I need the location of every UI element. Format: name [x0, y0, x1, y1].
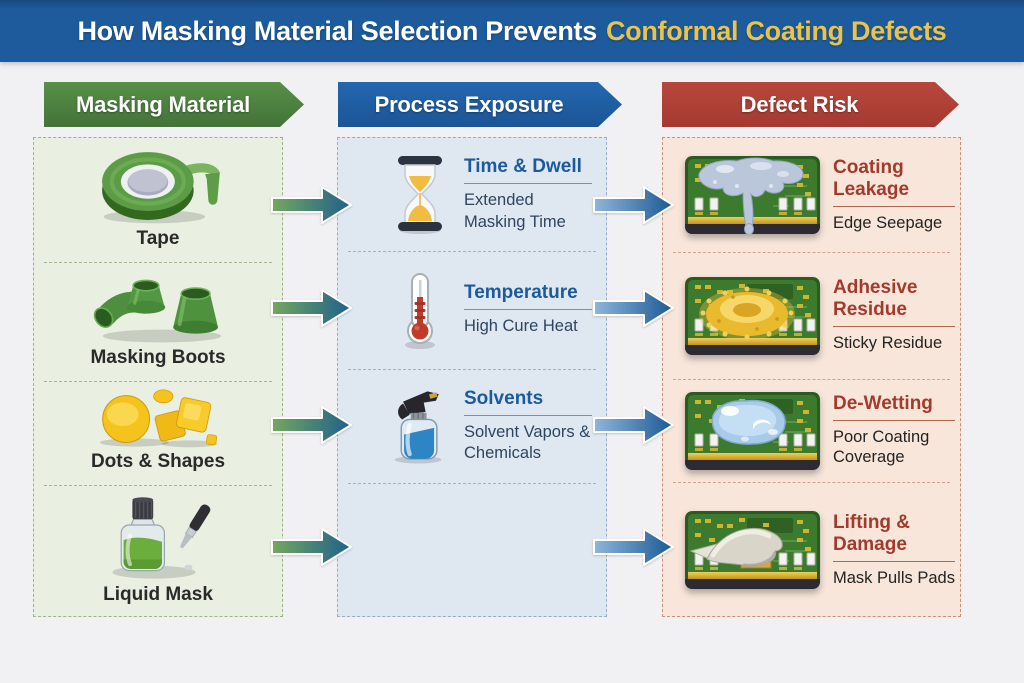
process-item-solvents: Solvents Solvent Vapors & Chemicals	[338, 369, 606, 483]
row-divider	[348, 483, 596, 484]
process-item-empty	[338, 483, 606, 618]
pcb-dewetting-image	[685, 391, 820, 470]
masking-item-label: Tape	[136, 228, 180, 249]
process-item-time-dwell: Time & Dwell Extended Masking Time	[338, 138, 606, 251]
column-header-label: Process Exposure	[374, 91, 564, 117]
row-divider	[673, 252, 950, 253]
process-exposure-panel: Time & Dwell Extended Masking Time	[337, 137, 607, 617]
page-title: How Masking Material Selection Prevents C…	[77, 16, 946, 47]
spray-bottle-icon	[394, 391, 442, 464]
pcb-adhesive-residue-image	[685, 276, 820, 355]
masking-material-panel: Tape Masking Boots	[33, 137, 283, 617]
tape-roll-icon	[101, 152, 220, 224]
blue-flow-arrow-1	[592, 182, 676, 228]
process-item-temperature: Temperature High Cure Heat	[338, 251, 606, 369]
page-title-main: How Masking Material Selection Prevents	[77, 15, 597, 46]
title-bar: How Masking Material Selection Prevents C…	[0, 0, 1024, 62]
defect-item-subtitle: Mask Pulls Pads	[833, 568, 955, 587]
row-divider	[673, 482, 950, 483]
masking-item-label: Masking Boots	[90, 347, 226, 368]
process-item-subtitle: Solvent Vapors & Chemicals	[464, 422, 591, 462]
pcb-lifting-damage-image	[685, 511, 820, 589]
defect-item-title: De-Wetting	[833, 393, 955, 421]
liquid-mask-bottle-icon	[112, 497, 211, 579]
masking-boots-icon	[93, 279, 222, 343]
hourglass-icon	[398, 155, 442, 234]
column-header-label: Defect Risk	[740, 91, 859, 117]
dots-shapes-icon	[99, 389, 217, 448]
blue-flow-arrow-2	[592, 285, 676, 331]
process-item-title: Solvents	[464, 388, 592, 416]
green-flow-arrow-1	[270, 182, 354, 228]
masking-item-dots-shapes: Dots & Shapes	[34, 381, 282, 485]
process-item-title: Temperature	[464, 282, 592, 311]
row-divider	[348, 251, 596, 252]
masking-item-masking-boots: Masking Boots	[34, 262, 282, 381]
blue-flow-arrow-4	[592, 524, 676, 570]
pcb-coating-leak-image	[685, 156, 820, 234]
green-flow-arrow-3	[270, 402, 354, 448]
defect-risk-panel: Coating Leakage Edge Seepage	[662, 137, 961, 617]
column-header-process-exposure: Process Exposure	[338, 82, 622, 127]
process-item-title: Time & Dwell	[464, 156, 592, 185]
defect-item-adhesive-residue: Adhesive Residue Sticky Residue	[663, 252, 960, 379]
column-header-masking-material: Masking Material	[44, 82, 304, 127]
defect-item-coating-leakage: Coating Leakage Edge Seepage	[663, 138, 960, 252]
masking-item-label: Dots & Shapes	[90, 451, 226, 472]
green-flow-arrow-2	[270, 285, 354, 331]
row-divider	[44, 262, 272, 263]
defect-item-subtitle: Edge Seepage	[833, 213, 943, 232]
masking-item-label: Liquid Mask	[103, 584, 213, 605]
row-divider	[44, 381, 272, 382]
green-flow-arrow-4	[270, 524, 354, 570]
defect-item-subtitle: Poor Coating Coverage	[833, 427, 930, 467]
masking-item-tape: Tape	[34, 138, 282, 262]
masking-item-liquid-mask: Liquid Mask	[34, 485, 282, 618]
process-item-subtitle: Extended Masking Time	[464, 191, 566, 231]
row-divider	[348, 369, 596, 370]
defect-item-title: Coating Leakage	[833, 157, 955, 207]
process-item-subtitle: High Cure Heat	[464, 317, 578, 336]
page-title-accent: Conformal Coating Defects	[605, 15, 947, 46]
defect-item-lifting-damage: Lifting & Damage Mask Pulls Pads	[663, 482, 960, 618]
column-header-defect-risk: Defect Risk	[662, 82, 959, 127]
blue-flow-arrow-3	[592, 402, 676, 448]
thermometer-icon	[405, 273, 435, 349]
defect-item-de-wetting: De-Wetting Poor Coating Coverage	[663, 379, 960, 482]
defect-item-title: Lifting & Damage	[833, 512, 955, 562]
column-header-label: Masking Material	[75, 91, 251, 117]
defect-item-subtitle: Sticky Residue	[833, 334, 943, 353]
defect-item-title: Adhesive Residue	[833, 277, 955, 328]
row-divider	[673, 379, 950, 380]
row-divider	[44, 485, 272, 486]
